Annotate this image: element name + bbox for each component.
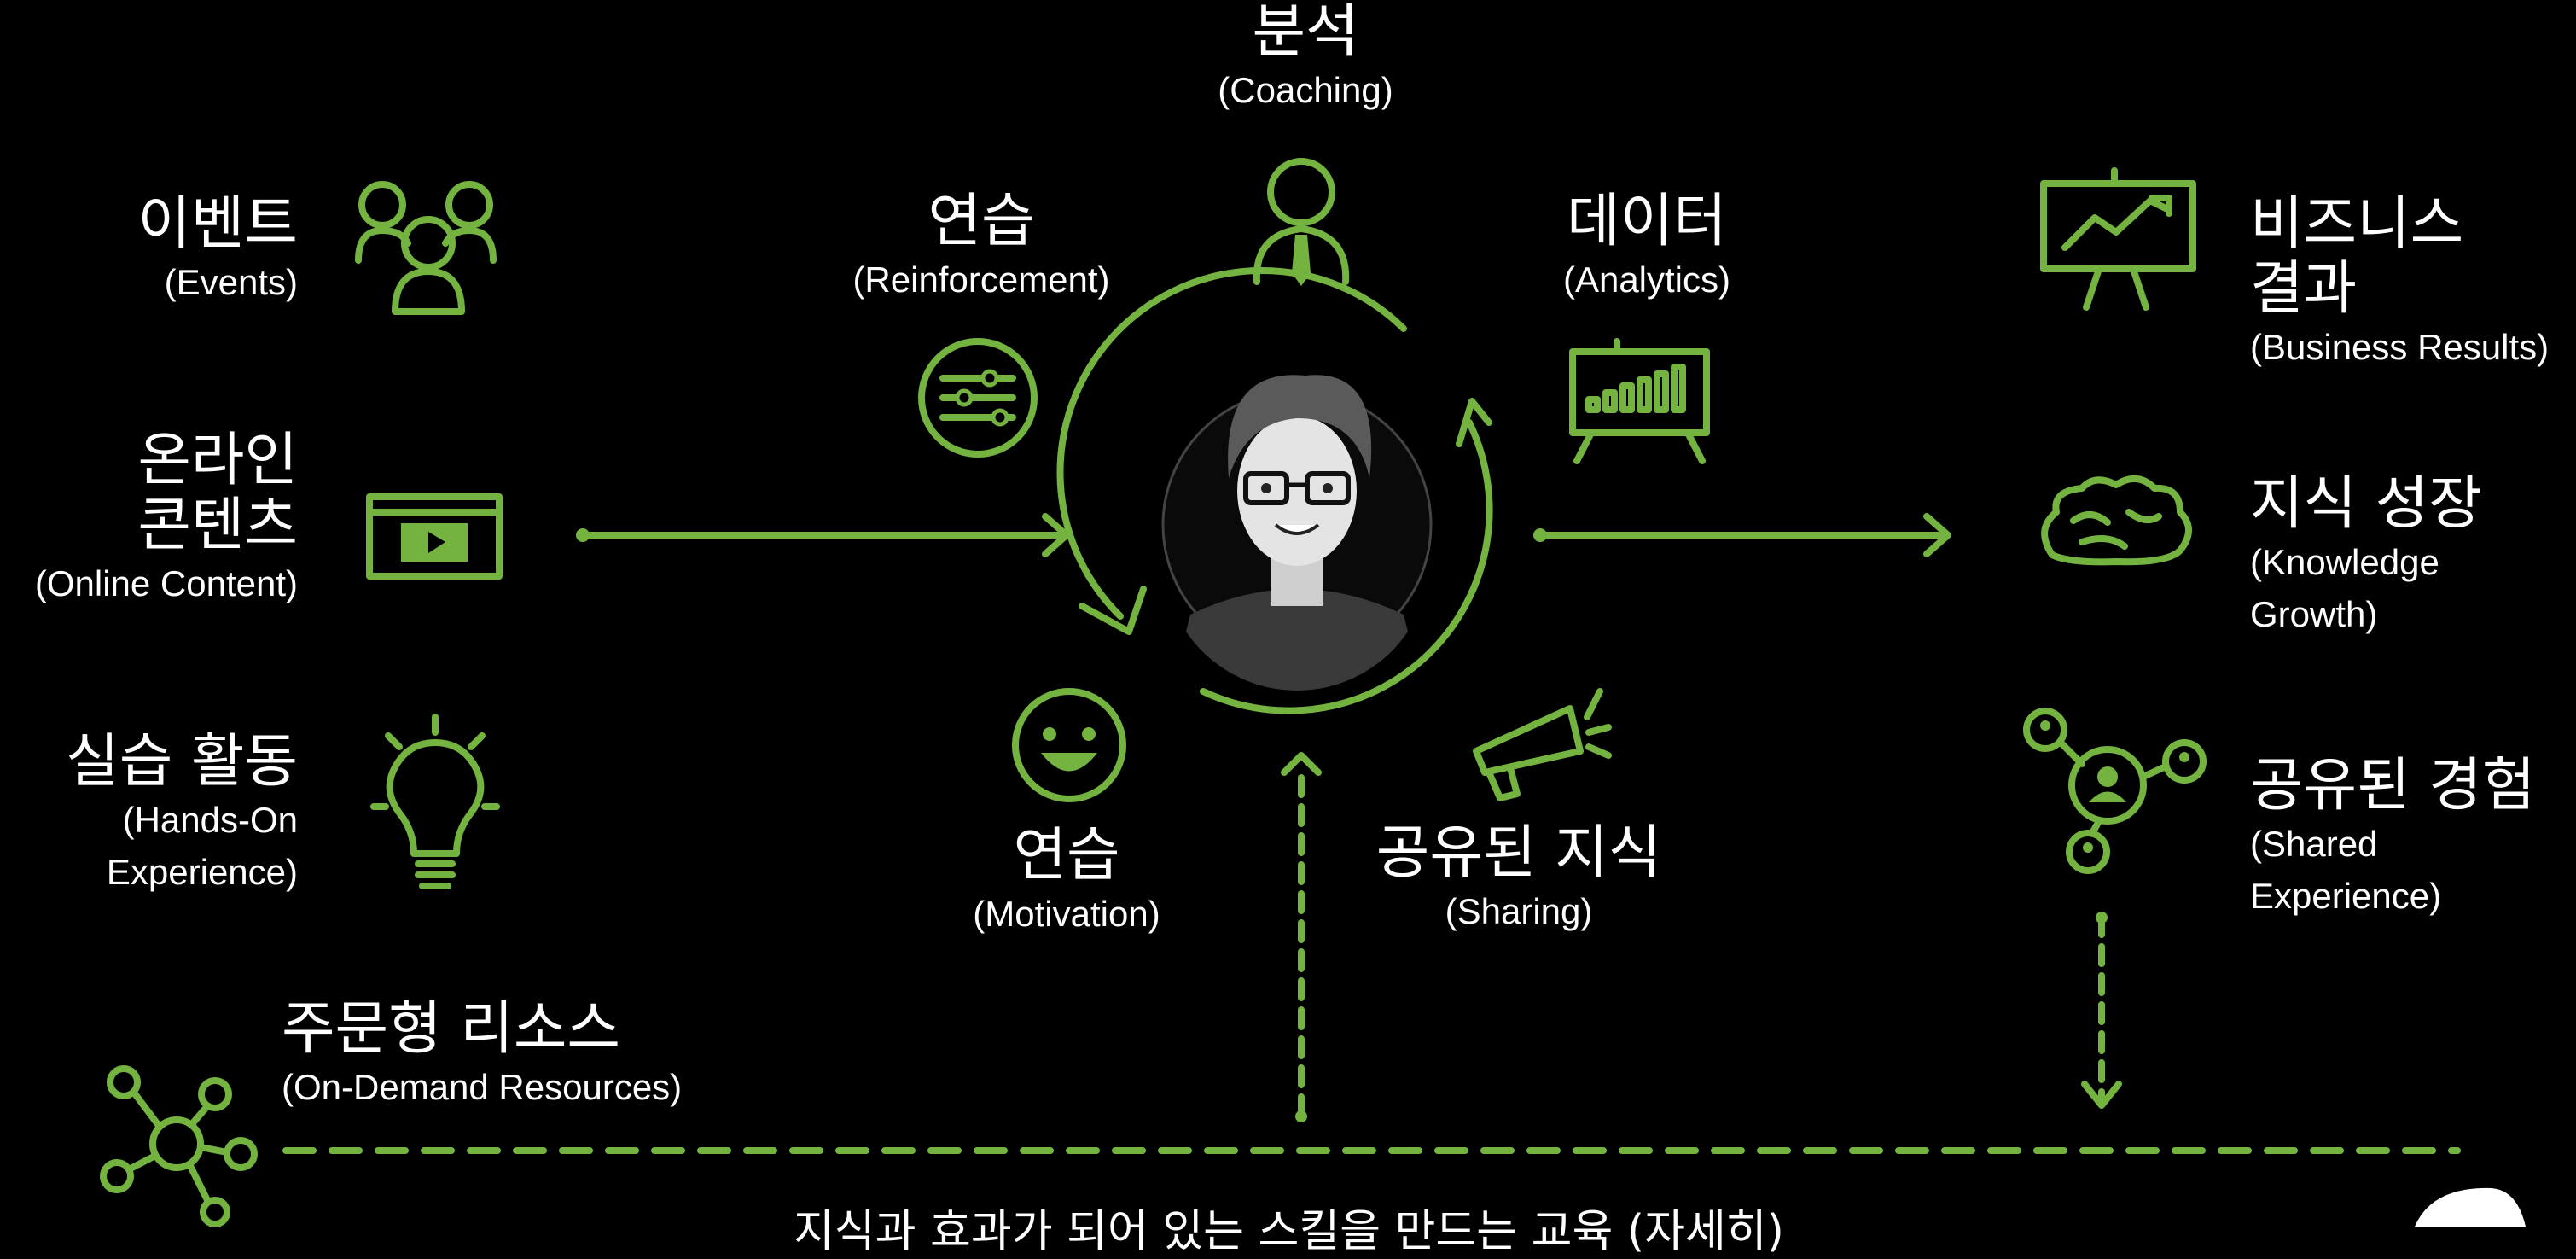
lightbulb-icon	[370, 714, 500, 889]
coaching-label: 분석 (Coaching)	[1218, 0, 1393, 111]
result-arrow-down	[2081, 912, 2122, 1109]
analytics-label: 데이터 (Analytics)	[1562, 188, 1731, 300]
corner-decoration	[2415, 1187, 2526, 1227]
footer-caption: 지식과 효과가 되어 있는 스킬을 만드는 교육 (자세히)	[794, 1206, 1784, 1257]
online-content-label: 온라인 콘텐츠 (Online Content)	[34, 427, 298, 604]
output-arrow	[1533, 513, 1951, 557]
smiley-icon	[1012, 688, 1126, 802]
input-arrow	[576, 513, 1070, 557]
reinforcement-label: 연습 (Reinforcement)	[852, 188, 1110, 300]
business-results-label: 비즈니스 결과 (Business Results)	[2250, 190, 2550, 368]
video-player-icon	[366, 493, 503, 580]
shared-experience-label: 공유된 경험 (Shared Experience)	[2250, 752, 2536, 917]
sharing-label: 공유된 지식 (Sharing)	[1375, 819, 1662, 932]
people-group-icon	[355, 181, 497, 315]
brain-icon	[2041, 475, 2192, 566]
motivation-label: 연습 (Motivation)	[973, 822, 1160, 935]
on-demand-resources-label: 주문형 리소스 (On-Demand Resources)	[282, 995, 683, 1108]
diagram-graphics	[100, 158, 2526, 1227]
learner-avatar-icon	[1161, 375, 1433, 691]
feedback-arrow-up	[1281, 752, 1322, 1122]
sliders-icon	[918, 338, 1038, 458]
knowledge-growth-label: 지식 성장 (Knowledge Growth)	[2250, 470, 2482, 635]
events-label: 이벤트 (Events)	[137, 190, 298, 303]
presentation-board-icon	[1569, 338, 1710, 464]
hands-on-label: 실습 활동 (Hands-On Experience)	[66, 728, 298, 893]
cycle-arrows	[1056, 267, 1493, 714]
coach-person-icon	[1253, 158, 1350, 286]
megaphone-icon	[1473, 688, 1612, 801]
growth-chart-board-icon	[2040, 167, 2196, 311]
hub-nodes-icon	[100, 1065, 258, 1227]
network-people-icon	[2023, 708, 2207, 874]
